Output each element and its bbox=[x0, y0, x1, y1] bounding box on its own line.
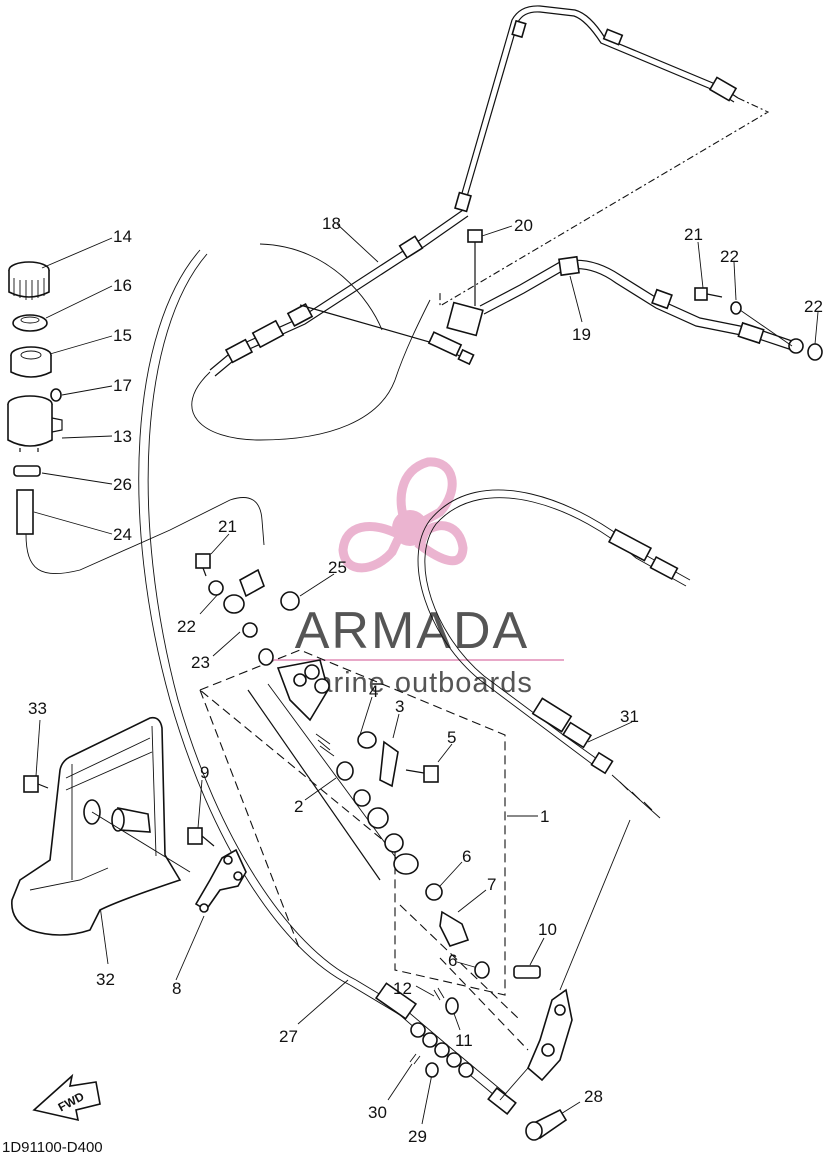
watermark-brand: ARMADA bbox=[295, 602, 529, 660]
callout-c27: 27 bbox=[279, 1027, 298, 1046]
callout-c31: 31 bbox=[620, 707, 639, 726]
callout-c22a: 22 bbox=[720, 247, 739, 266]
callout-c33: 33 bbox=[28, 699, 47, 718]
callout-c13: 13 bbox=[113, 427, 132, 446]
brake-pipe-assembly bbox=[191, 5, 739, 441]
callout-c21a: 21 bbox=[684, 225, 703, 244]
callout-c10: 10 bbox=[538, 920, 557, 939]
callout-c16: 16 bbox=[113, 276, 132, 295]
callout-c3: 3 bbox=[395, 697, 404, 716]
callout-c1: 1 bbox=[540, 807, 549, 826]
callout-c19: 19 bbox=[572, 325, 591, 344]
callout-c15: 15 bbox=[113, 326, 132, 345]
callout-c22b: 22 bbox=[804, 297, 823, 316]
callout-c21b: 21 bbox=[218, 517, 237, 536]
drawing-code: 1D91100-D400 bbox=[2, 1139, 103, 1154]
brake-hose-19 bbox=[446, 229, 823, 361]
heel-guard bbox=[11, 716, 247, 936]
callout-c20: 20 bbox=[514, 216, 533, 235]
callout-c6a: 6 bbox=[462, 847, 471, 866]
cable-routing bbox=[138, 243, 691, 1116]
callout-c6b: 6 bbox=[448, 951, 457, 970]
callout-c5: 5 bbox=[447, 728, 456, 747]
callout-c26: 26 bbox=[113, 475, 132, 494]
callout-c28: 28 bbox=[584, 1087, 603, 1106]
callout-c23: 23 bbox=[191, 653, 210, 672]
callout-c25: 25 bbox=[328, 558, 347, 577]
callout-c7: 7 bbox=[487, 875, 496, 894]
callout-c30: 30 bbox=[368, 1103, 387, 1122]
armada-logo: ARMADA marine outboards bbox=[262, 457, 564, 699]
callout-c32: 32 bbox=[96, 970, 115, 989]
callout-c22c: 22 bbox=[177, 617, 196, 636]
callout-c2: 2 bbox=[294, 797, 303, 816]
callout-c24: 24 bbox=[113, 525, 132, 544]
callout-c17: 17 bbox=[113, 376, 132, 395]
callout-c8: 8 bbox=[172, 979, 181, 998]
leader-lines bbox=[33, 223, 819, 1125]
reservoir-group bbox=[7, 261, 265, 575]
callout-c29: 29 bbox=[408, 1127, 427, 1146]
watermark-tagline: marine outboards bbox=[291, 667, 533, 699]
left-fasteners bbox=[195, 553, 265, 638]
master-cylinder bbox=[199, 591, 541, 1051]
brake-pedal bbox=[409, 819, 631, 1141]
callout-c18: 18 bbox=[322, 214, 341, 233]
callout-c14: 14 bbox=[113, 227, 132, 246]
callout-c9: 9 bbox=[200, 763, 209, 782]
callout-c11: 11 bbox=[455, 1031, 473, 1050]
callout-c4: 4 bbox=[369, 682, 378, 701]
propeller-icon bbox=[338, 457, 468, 573]
callout-c12: 12 bbox=[393, 979, 412, 998]
fwd-arrow-icon: FWD bbox=[32, 1073, 101, 1122]
